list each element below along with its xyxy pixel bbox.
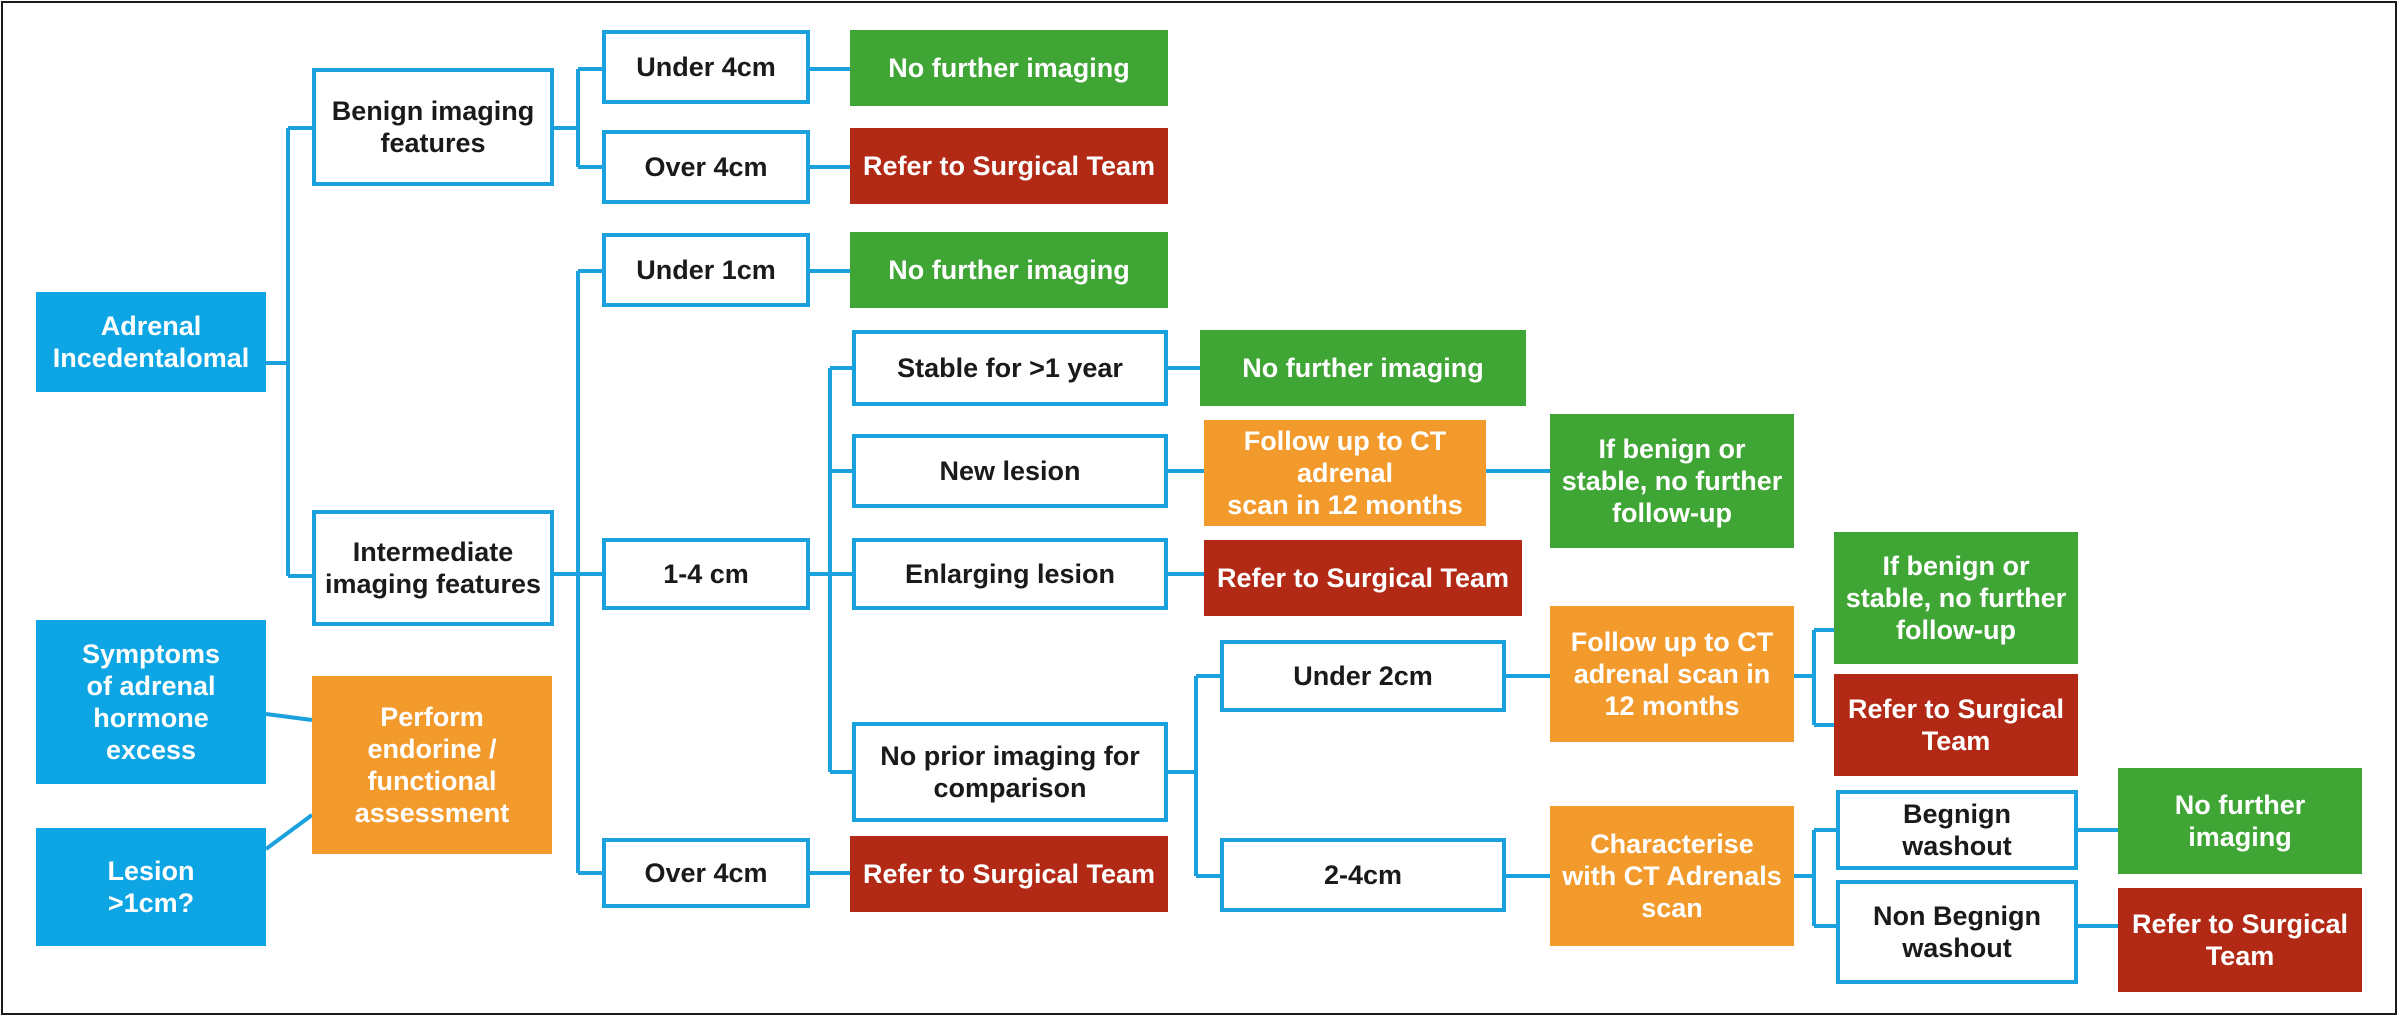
benign-over-4cm-label: Over 4cm: [644, 152, 768, 182]
benign-over-4cm-outcome: Refer to Surgical Team: [850, 128, 1168, 204]
non-benign-washout-outcome: Refer to Surgical Team: [2118, 888, 2362, 992]
benign-under-4cm-label: Under 4cm: [636, 52, 776, 82]
enlarging-lesion-label: Enlarging lesion: [904, 559, 1116, 589]
connector: [554, 67, 602, 169]
under-2cm-benign-outcome: If benign or stable, no further follow-u…: [1834, 532, 2078, 664]
symptoms-hormone-excess-node: Symptoms of adrenal hormone excess: [36, 620, 266, 784]
connector: [1166, 674, 1220, 878]
characterise-ct-node: Characterise with CT Adrenals scan: [1550, 806, 1794, 946]
connector: [1794, 828, 1836, 928]
benign-imaging-features-node: Benign imaging features: [312, 68, 554, 186]
under-2cm-follow-up-node: Follow up to CT adrenal scan in 12 month…: [1550, 606, 1794, 742]
under-2cm-refer-outcome: Refer to Surgical Team: [1834, 674, 2078, 776]
non-benign-washout-node: Non Begnign washout: [1836, 880, 2078, 984]
under-2cm-node: Under 2cm: [1220, 640, 1506, 712]
connector: [2078, 828, 2118, 928]
intermediate-1-4cm-label: 1-4 cm: [663, 559, 749, 589]
benign-under-4cm-outcome: No further imaging: [850, 30, 1168, 106]
under-2cm-label: Under 2cm: [1293, 661, 1433, 691]
lesion-size-question-node: Lesion >1cm?: [36, 828, 266, 946]
benign-over-4cm-node: Over 4cm: [602, 130, 810, 204]
intermediate-under-1cm-node: Under 1cm: [602, 233, 810, 307]
adrenal-incidentaloma-node: Adrenal Incedentalomal: [36, 292, 266, 392]
functional-assessment-node: Perform endorine / functional assessment: [312, 676, 552, 854]
intermediate-under-1cm-outcome: No further imaging: [850, 232, 1168, 308]
connector: [1794, 628, 1834, 727]
stable-outcome: No further imaging: [1200, 330, 1526, 406]
new-lesion-label: New lesion: [939, 456, 1081, 486]
benign-imaging-label: Benign imaging features: [331, 96, 535, 158]
new-lesion-node: New lesion: [852, 434, 1168, 508]
benign-washout-node: Begnign washout: [1836, 790, 2078, 870]
benign-washout-label: Begnign washout: [1902, 799, 2012, 861]
intermediate-imaging-label: Intermediate imaging features: [324, 537, 542, 599]
intermediate-1-4cm-node: 1-4 cm: [602, 538, 810, 610]
2-4cm-label: 2-4cm: [1323, 860, 1403, 890]
no-prior-imaging-node: No prior imaging for comparison: [852, 722, 1168, 822]
connector: [264, 712, 314, 851]
intermediate-under-1cm-label: Under 1cm: [636, 255, 776, 285]
connector: [808, 366, 852, 774]
connector: [1166, 366, 1204, 576]
connector: [1506, 674, 1550, 878]
connector: [808, 269, 850, 875]
new-lesion-benign-outcome: If benign or stable, no further follow-u…: [1550, 414, 1794, 548]
new-lesion-follow-up-node: Follow up to CT adrenal scan in 12 month…: [1204, 420, 1486, 526]
stable-over-1-year-label: Stable for >1 year: [897, 353, 1123, 383]
non-benign-washout-label: Non Begnign washout: [1873, 901, 2041, 963]
connector: [554, 269, 602, 875]
no-prior-imaging-label: No prior imaging for comparison: [880, 741, 1140, 803]
connector: [266, 126, 312, 578]
benign-washout-outcome: No further imaging: [2118, 768, 2362, 874]
connector: [808, 67, 850, 169]
enlarging-lesion-outcome: Refer to Surgical Team: [1204, 540, 1522, 616]
intermediate-over-4cm-node: Over 4cm: [602, 838, 810, 908]
intermediate-over-4cm-outcome: Refer to Surgical Team: [850, 836, 1168, 912]
enlarging-lesion-node: Enlarging lesion: [852, 538, 1168, 610]
benign-under-4cm-node: Under 4cm: [602, 30, 810, 104]
2-4cm-node: 2-4cm: [1220, 838, 1506, 912]
intermediate-imaging-features-node: Intermediate imaging features: [312, 510, 554, 626]
intermediate-over-4cm-label: Over 4cm: [644, 858, 768, 888]
stable-over-1-year-node: Stable for >1 year: [852, 330, 1168, 406]
